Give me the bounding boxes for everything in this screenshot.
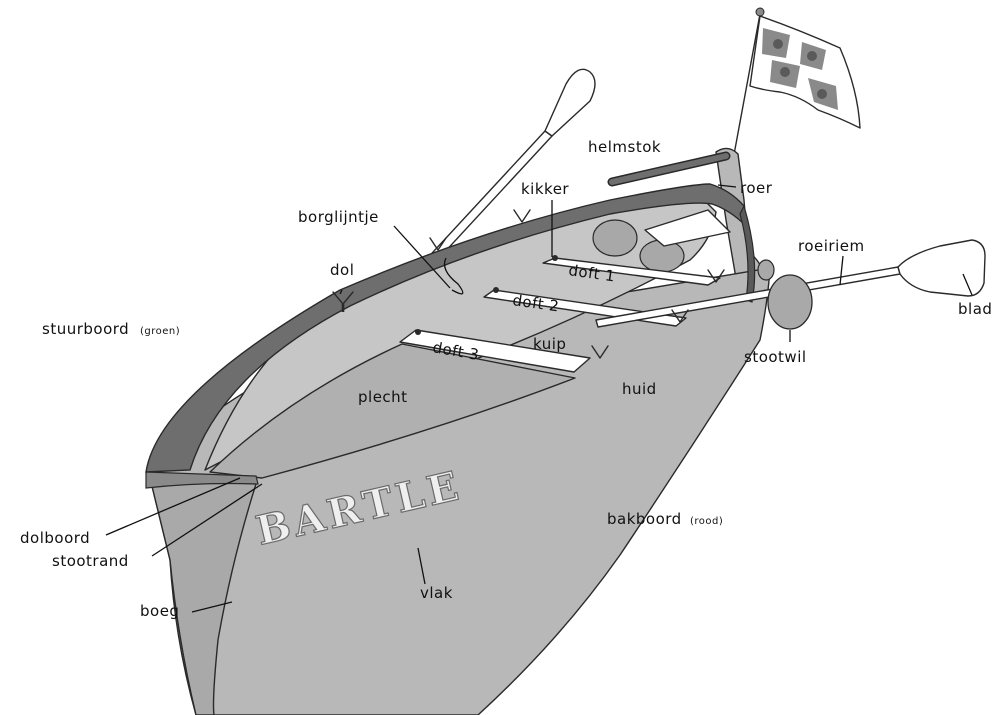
- label-stootrand: stootrand: [52, 552, 129, 570]
- tiller: [612, 156, 726, 182]
- label-stuurboord: stuurboord: [42, 320, 129, 338]
- label-stootwil: stootwil: [744, 348, 807, 366]
- label-bakboord-note: (rood): [690, 516, 723, 527]
- label-bakboord: bakboord: [607, 510, 682, 528]
- label-boeg: boeg: [140, 602, 179, 620]
- label-plecht: plecht: [358, 388, 408, 406]
- label-dol: dol: [330, 261, 354, 279]
- label-roer: roer: [740, 179, 773, 197]
- label-borglijntje: borglijntje: [298, 208, 379, 226]
- label-kikker: kikker: [521, 180, 569, 198]
- label-huid: huid: [622, 380, 657, 398]
- label-blad: blad: [958, 300, 992, 318]
- label-roeiriem: roeiriem: [798, 237, 865, 255]
- flag: [733, 8, 860, 160]
- label-kuip: kuip: [533, 335, 566, 353]
- label-stuurboord-note: (groen): [140, 326, 180, 337]
- label-vlak: vlak: [420, 584, 453, 602]
- label-dolboord: dolboord: [20, 529, 90, 547]
- label-helmstok: helmstok: [588, 138, 661, 156]
- stootwil-shape: [768, 275, 812, 329]
